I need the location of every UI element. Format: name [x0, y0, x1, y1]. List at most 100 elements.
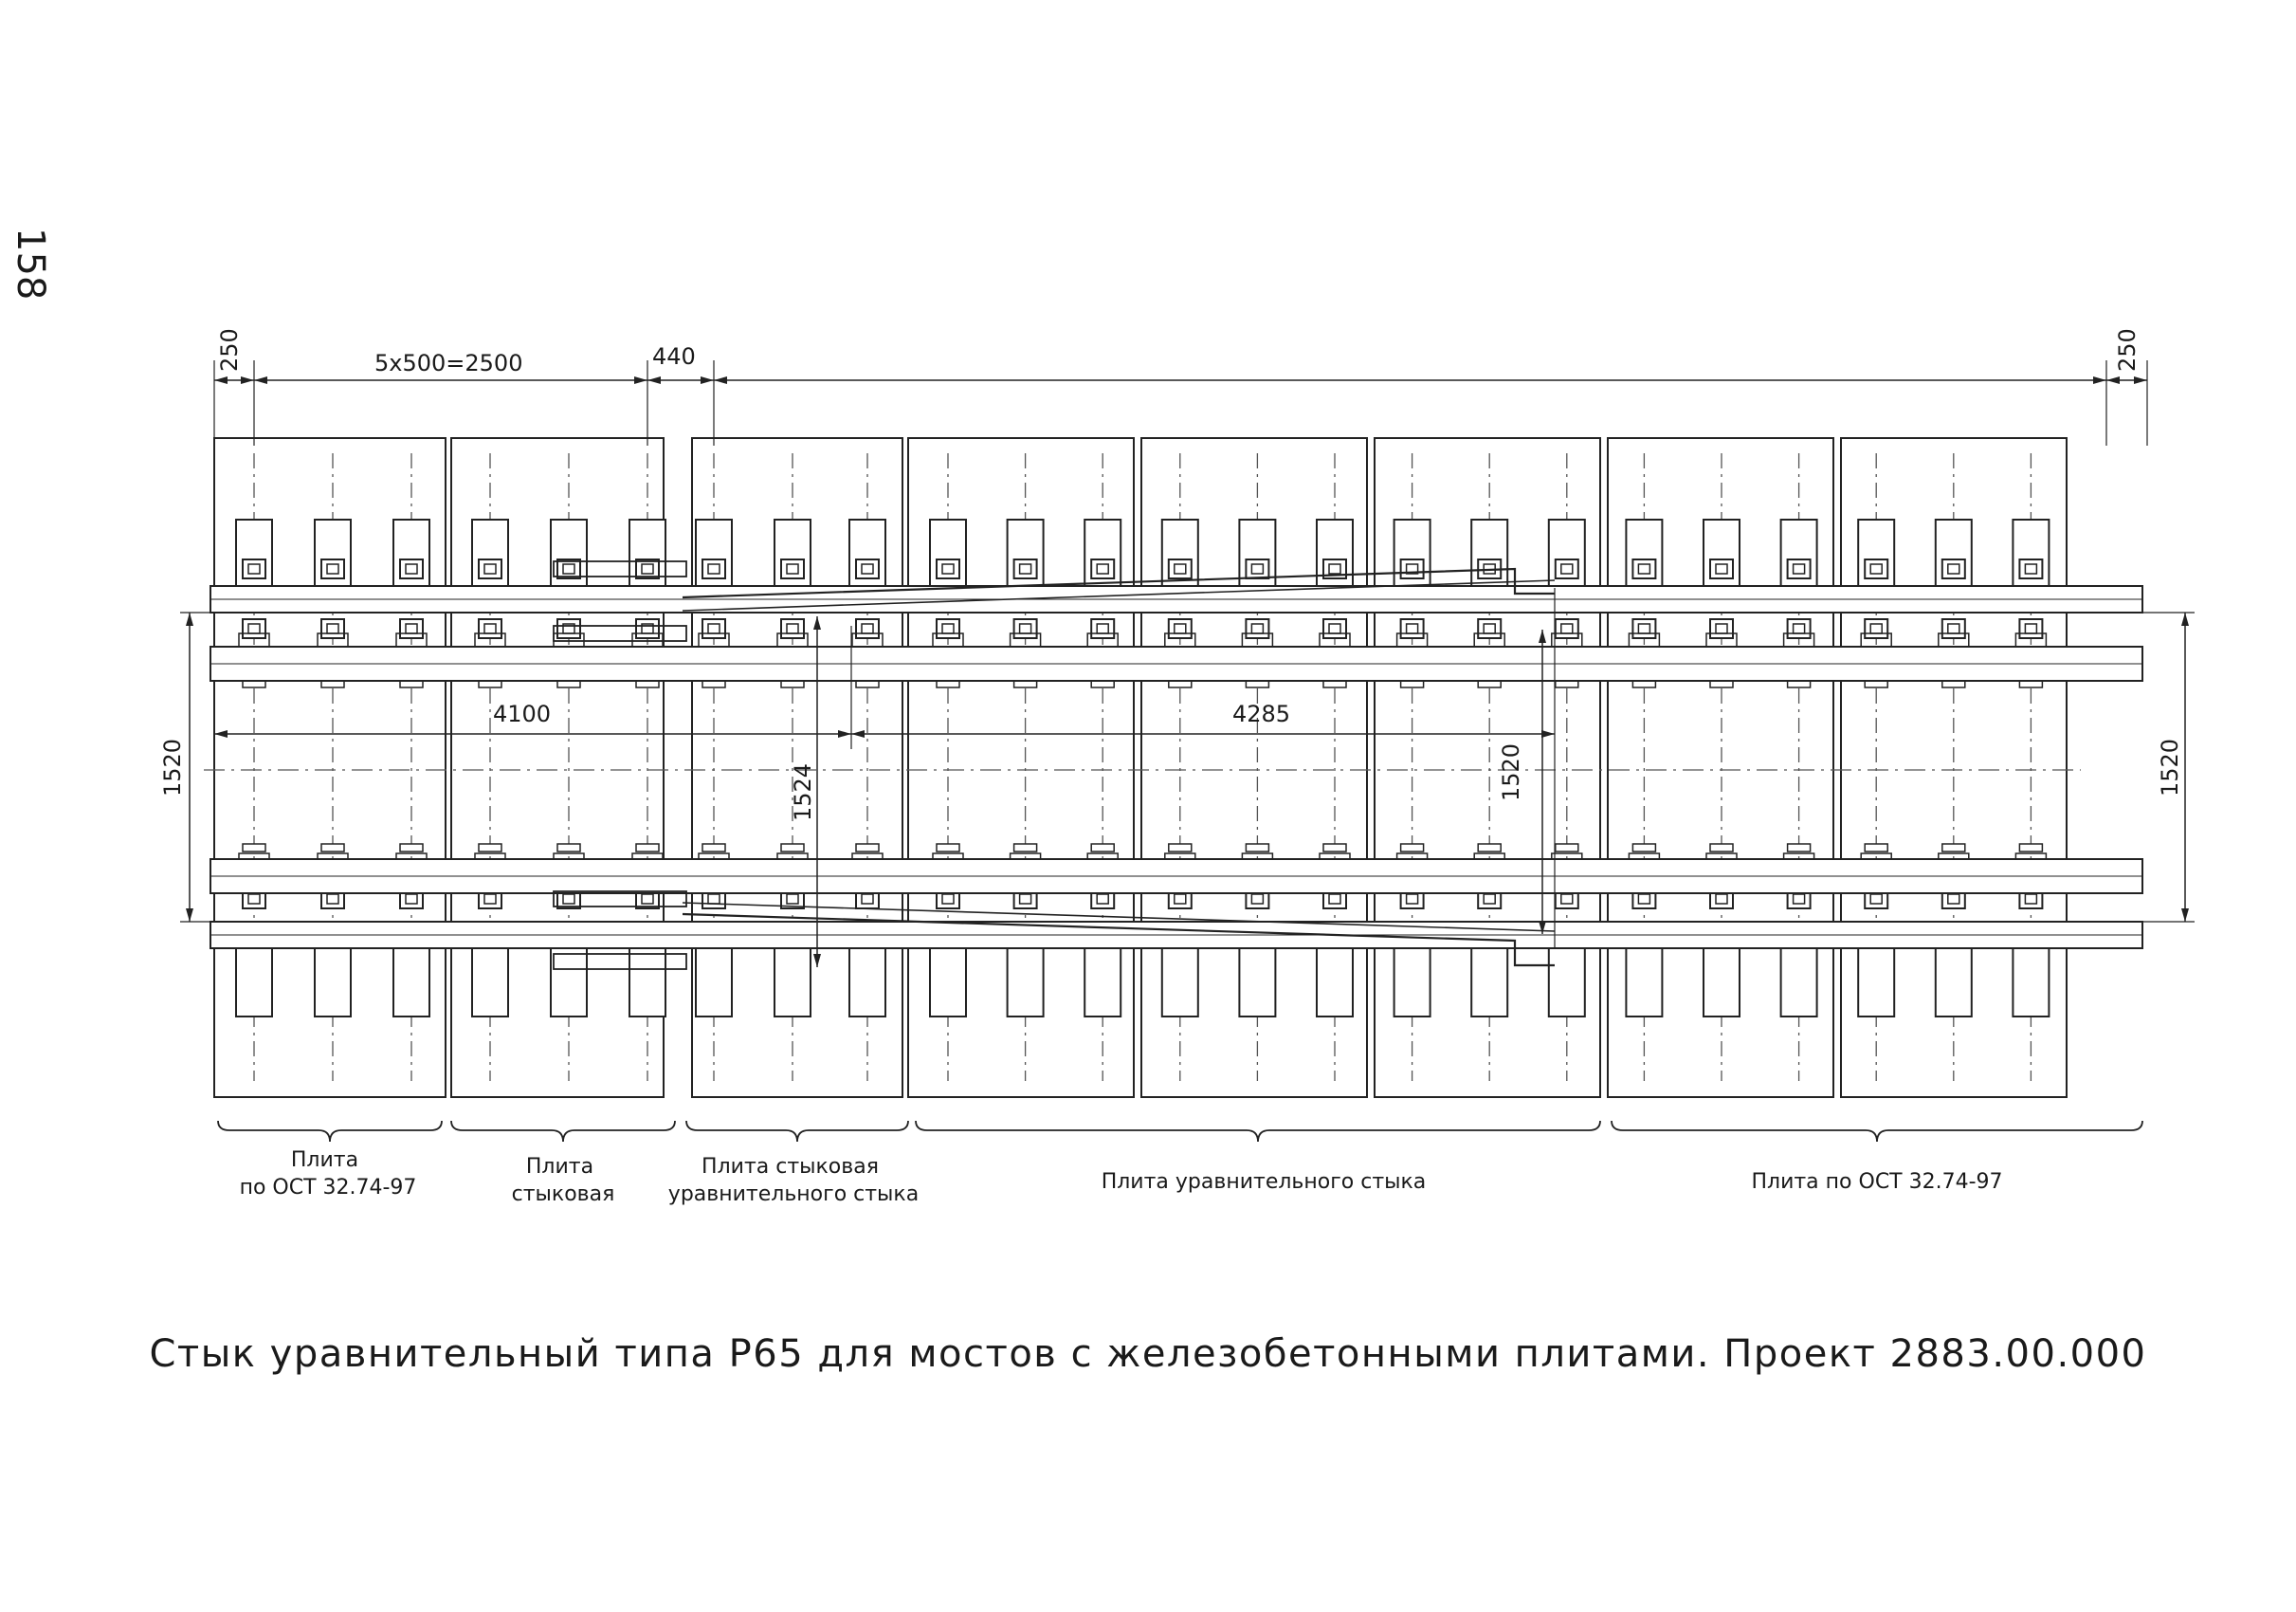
bolt-head [1174, 623, 1187, 634]
figure-caption: Стык уравнительный типа Р65 для мостов с… [149, 1332, 2147, 1376]
bolt-head [1174, 563, 1187, 575]
bolt-head [1174, 893, 1187, 905]
rails [210, 560, 2143, 970]
slab [450, 437, 665, 1098]
bolt-head [1792, 893, 1806, 905]
dim-gauge-left: 1520 [159, 739, 186, 797]
slab [1840, 437, 2068, 1098]
slab-group-brace [915, 1120, 1601, 1143]
bolt-head [326, 623, 339, 634]
bolt-head [1715, 893, 1728, 905]
slab-label-line: Плита уравнительного стыка [1102, 1170, 1427, 1194]
bolt-head [941, 893, 955, 905]
dimension-arrow [2181, 908, 2189, 922]
fastener-plate [1625, 943, 1664, 1017]
bolt-head [405, 623, 418, 634]
concrete-slabs [213, 437, 2068, 1098]
slab-group-brace [217, 1120, 443, 1143]
bolt-head [1947, 623, 1960, 634]
bolt-head [2024, 623, 2038, 634]
bolt-head [786, 623, 799, 634]
bolt-head [1792, 563, 1806, 575]
fastener-plate [1857, 943, 1896, 1017]
dim-top-right-edge: 250 [2114, 328, 2141, 372]
bolt-head [1483, 623, 1496, 634]
anchor-mark [1477, 843, 1502, 852]
bolt-head [1637, 623, 1651, 634]
bolt-head [786, 563, 799, 575]
bolt-head [1869, 893, 1883, 905]
bolt-head [1250, 623, 1265, 634]
bolt-head [941, 623, 955, 634]
dimension-arrow [701, 376, 714, 384]
bolt-head [1715, 563, 1728, 575]
dimension-arrow [813, 954, 821, 967]
bolt-head [247, 893, 261, 905]
bolt-head [247, 563, 261, 575]
bolt-head [405, 563, 418, 575]
dimension-arrow [254, 376, 267, 384]
bolt-head [483, 563, 497, 575]
bolt-head [1328, 623, 1341, 634]
slab [907, 437, 1135, 1098]
dim-gauge-mid-right: 1520 [1498, 743, 1524, 801]
joint-bar [553, 953, 687, 970]
bolt-head [641, 563, 654, 575]
anchor-mark [1786, 843, 1812, 852]
slab-label-line: Плита [291, 1148, 358, 1172]
bolt-head [562, 893, 575, 905]
anchor-mark [1012, 843, 1038, 852]
switch-blade [682, 902, 1556, 932]
dim-top-gap: 440 [652, 343, 696, 370]
slab-label-line: уравнительного стыка [668, 1182, 919, 1206]
slab [691, 437, 903, 1098]
dim-gauge-right: 1520 [2157, 739, 2183, 797]
dimension-arrow [2134, 376, 2147, 384]
fastener-plate [1470, 943, 1509, 1017]
bolt-head [1405, 893, 1419, 905]
joint-bar [553, 890, 687, 907]
bolt-head [707, 563, 720, 575]
bolt-head [1715, 623, 1728, 634]
switch-blade [682, 579, 1556, 612]
bolt-head [1250, 893, 1265, 905]
dimension-arrow [851, 730, 865, 738]
bolt-head [405, 893, 418, 905]
bolt-head [641, 893, 654, 905]
fastener-plate [929, 943, 967, 1017]
bolt-head [326, 893, 339, 905]
anchor-mark [702, 843, 726, 852]
bolt-head [1947, 563, 1960, 575]
bolt-head [483, 893, 497, 905]
slab-label-joint: Плита стыковая [512, 1155, 615, 1206]
dimension-lines [180, 360, 2195, 1143]
slab-group-brace [685, 1120, 909, 1143]
fastener-plate [1934, 943, 1973, 1017]
dimension-arrow [2106, 376, 2120, 384]
bolt-head [1483, 893, 1496, 905]
bolt-head [2024, 893, 2038, 905]
slab-label-line: Плита стыковая [702, 1155, 879, 1179]
fastener-plate [1547, 943, 1586, 1017]
fastener-plate [629, 943, 666, 1017]
bolt-head [1096, 563, 1109, 575]
bolt-head [1018, 893, 1032, 905]
dim-length-left: 4100 [493, 701, 551, 727]
dimension-arrow [186, 908, 193, 922]
bolt-head [1405, 563, 1419, 575]
dimension-arrow [214, 730, 228, 738]
anchor-mark [478, 843, 502, 852]
slab-label-expansion: Плита уравнительного стыка [1102, 1170, 1427, 1194]
dim-top-left-edge: 250 [216, 328, 243, 372]
bolt-head [1250, 563, 1265, 575]
anchor-mark [780, 843, 805, 852]
dimension-arrow [214, 376, 228, 384]
fastener-plate [1393, 943, 1431, 1017]
anchor-mark [1399, 843, 1425, 852]
anchor-mark [1090, 843, 1115, 852]
fastener-plate [1779, 943, 1818, 1017]
slab-label-line: по ОСТ 32.74-97 [240, 1176, 417, 1200]
fastener-plate [1160, 943, 1199, 1017]
bolt-head [1869, 563, 1883, 575]
anchor-mark [556, 843, 581, 852]
